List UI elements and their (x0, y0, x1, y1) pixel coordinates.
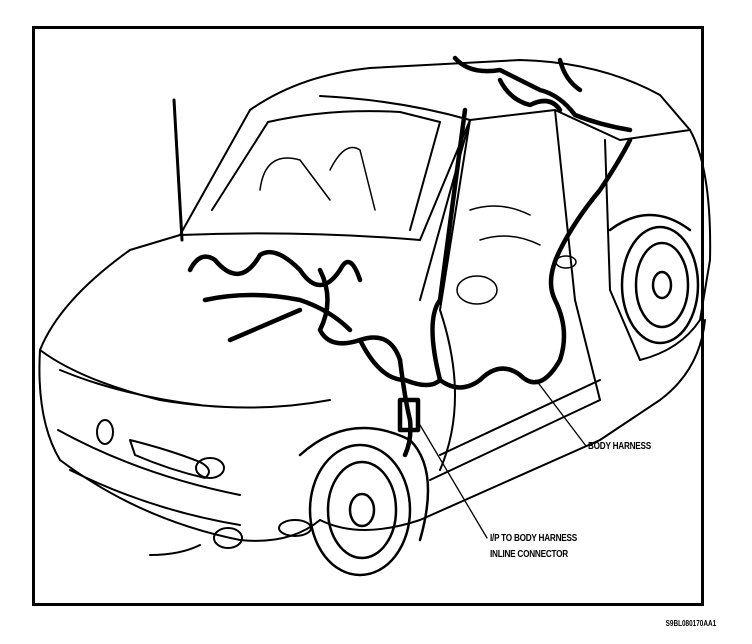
figure-id: S9BL080170AA1 (665, 619, 716, 628)
wiring-harness (187, 55, 633, 458)
headlights (96, 419, 312, 556)
ip-connector-label-line1: I/P TO BODY HARNESS (490, 533, 577, 544)
body-harness-label: BODY HARNESS (588, 441, 651, 452)
rear-wheel (608, 213, 700, 345)
interior-seats (259, 146, 577, 305)
antenna (172, 98, 184, 242)
car-body-outline (38, 59, 712, 542)
ip-connector-label-line2: INLINE CONNECTOR (490, 549, 568, 560)
callout-leaders (419, 379, 587, 539)
